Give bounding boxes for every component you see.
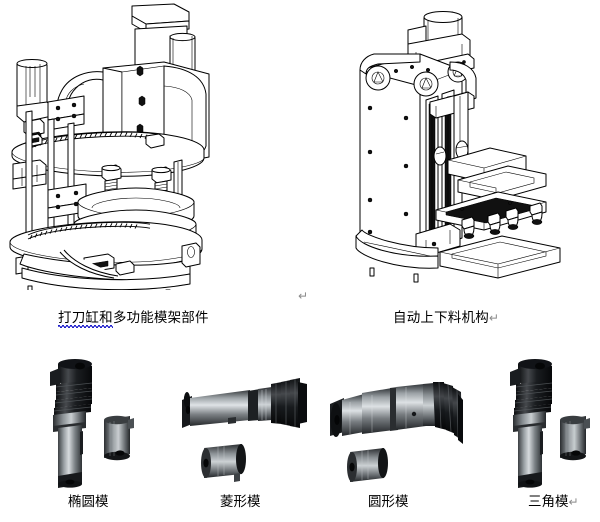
photo-rhombus-die — [178, 378, 308, 488]
paragraph-mark-caption-right: ↵ — [488, 311, 500, 325]
caption-turret-punch-cylinder-assembly: 打刀缸和多功能模架部件 — [58, 310, 209, 327]
photo-triangle-die — [488, 358, 600, 488]
figure-auto-load-unload-mechanism: .l { fill:none; stroke:#000; stroke-widt… — [350, 4, 565, 290]
figure-turret-punch-cylinder-assembly: .l { fill:none; stroke:#000; stroke-widt… — [4, 2, 219, 290]
photo-round-die — [328, 380, 463, 488]
photo-oval-die — [28, 358, 153, 488]
label-triangle-die: 三角模↵ — [528, 494, 579, 511]
caption-auto-load-unload-mechanism: 自动上下料机构↵ — [393, 310, 499, 327]
label-oval-die: 椭圆模 — [68, 494, 109, 510]
caption-spellcheck-segment: 打刀缸和 — [58, 310, 113, 326]
caption-rest-segment: 多功能模架部件 — [112, 310, 209, 326]
label-round-die: 圆形模 — [368, 494, 409, 510]
label-rhombus-die: 菱形模 — [220, 494, 261, 510]
paragraph-mark-tool-row: ↵ — [568, 495, 579, 509]
label-triangle-die-text: 三角模 — [528, 494, 569, 510]
caption-text: 自动上下料机构 — [393, 310, 489, 326]
paragraph-mark-middle: ↵ — [298, 289, 309, 303]
